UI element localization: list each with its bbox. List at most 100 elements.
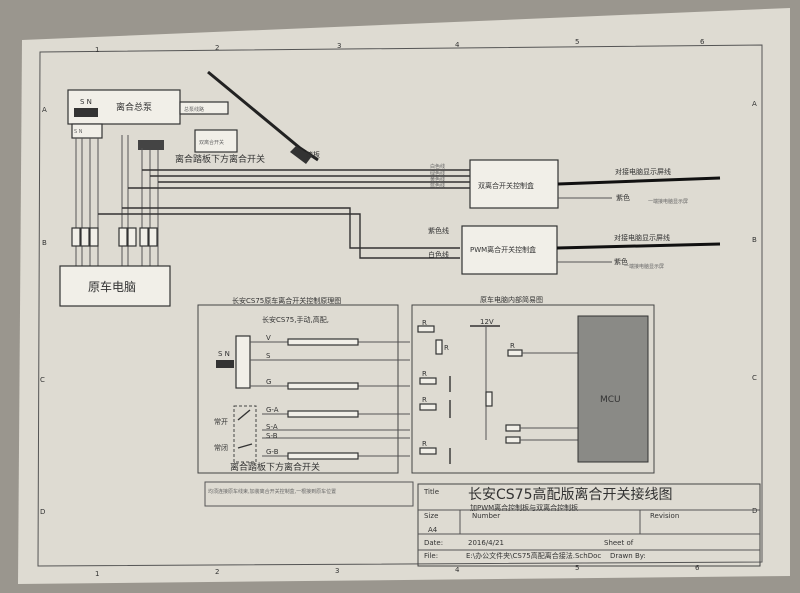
switch-connector-icon — [138, 140, 164, 150]
col-number: 3 — [335, 567, 339, 575]
title-block — [417, 483, 761, 567]
pedal-lower-switch-label: 离合踏板下方离合开关 — [175, 153, 265, 165]
date-label: Date: — [424, 539, 443, 547]
dual-clutch-controller-box — [469, 159, 559, 209]
row-letter: D — [40, 508, 45, 516]
resistor-label: R — [422, 396, 427, 404]
display-cable-2 — [556, 242, 721, 250]
normally-closed-label: 常闭 — [214, 443, 228, 452]
to-display-label-1: 对接电脑显示屏线 — [615, 167, 671, 176]
drawing-frame — [37, 44, 763, 567]
row-letter: B — [752, 236, 757, 244]
row-letter: C — [40, 376, 45, 384]
pin-v: V — [266, 334, 271, 342]
original-ecu-box — [59, 265, 171, 307]
pin-sa: S-A — [266, 423, 278, 431]
pump-connector-icon — [74, 108, 98, 117]
wire-label-b: 绿色线 — [430, 170, 445, 177]
date-value: 2016/4/21 — [468, 539, 504, 547]
col-number: 5 — [575, 38, 579, 46]
col-number: 1 — [95, 570, 99, 578]
pump-line-label: 总泵线路 — [184, 106, 204, 113]
resistor-label: R — [444, 344, 449, 352]
clutch-main-pump-label: 离合总泵 — [116, 101, 152, 113]
col-number: 6 — [700, 38, 705, 46]
pedal-label: 踏板 — [306, 150, 320, 159]
to-display-label-2: 对接电脑显示屏线 — [614, 233, 670, 242]
row-letter: D — [752, 507, 757, 515]
left-sn-icon — [216, 360, 234, 368]
resistor-label: R — [422, 370, 427, 378]
pwm-controller-box — [461, 225, 558, 275]
row-letter: B — [42, 239, 47, 247]
resistor-label: R — [422, 440, 427, 448]
switch-group-frame — [233, 405, 257, 463]
dual-clutch-switch-label: 双离合开关 — [199, 139, 224, 146]
right-schematic-title: 原车电脑内部简易图 — [480, 295, 543, 304]
pump-sn-label: S N — [80, 98, 92, 106]
voltage-label: 12V — [480, 318, 494, 326]
col-number: 1 — [95, 46, 99, 54]
original-ecu-label: 原车电脑 — [88, 279, 136, 294]
title-label: Title — [423, 488, 439, 496]
mcu-label: MCU — [600, 395, 621, 405]
size-label: Size — [424, 512, 438, 520]
drawing-title: 长安CS75高配版离合开关接线图 — [468, 486, 672, 503]
note-box — [204, 481, 414, 507]
note-text: 均须连接原车线束,加装离合开关控制盒,一根接到原车位置 — [208, 488, 336, 495]
pedal-pad — [290, 146, 312, 164]
note-label-2: 一端接电脑显示屏 — [624, 263, 664, 270]
mcu-chip — [577, 315, 649, 463]
display-cable-1 — [557, 176, 721, 186]
dual-controller-label: 双离合开关控制盒 — [478, 181, 534, 190]
left-sn-label: S N — [218, 350, 230, 358]
mcu-signal-lines — [520, 352, 578, 441]
col-number: 3 — [337, 42, 341, 50]
wire-label-c: 黄色线 — [430, 176, 445, 183]
right-resistors — [417, 325, 523, 455]
wire-label-d: 蓝色线 — [430, 182, 445, 189]
white-wire-label: 白色线 — [428, 250, 449, 259]
dual-clutch-switch-box — [194, 129, 238, 153]
col-number: 2 — [215, 568, 219, 576]
purple-wire-label: 紫色线 — [428, 226, 449, 235]
border-column-numbers: 1 2 3 4 5 6 1 2 3 4 5 6 — [95, 38, 705, 578]
note-label-1: 一端接电脑显示屏 — [648, 198, 688, 205]
drawn-by-label: Drawn By: — [610, 552, 646, 560]
size-value: A4 — [428, 526, 438, 534]
left-schematic-subtitle: 长安CS75,手动,高配, — [262, 315, 329, 324]
left-schematic-frame — [197, 304, 399, 474]
col-number: 6 — [695, 564, 700, 572]
row-letter: A — [42, 106, 47, 114]
pwm-controller-label: PWM离合开关控制盒 — [470, 245, 536, 254]
row-letter: C — [752, 374, 757, 382]
resistor-label: R — [510, 342, 515, 350]
pin-ga: G-A — [266, 406, 279, 414]
border-row-letters: A B C D A B C D — [40, 100, 757, 516]
harness-connectors — [71, 227, 158, 247]
col-number: 5 — [575, 564, 579, 572]
col-number: 4 — [455, 41, 460, 49]
normally-open-label: 常开 — [214, 417, 228, 426]
file-label: File: — [424, 552, 438, 560]
normally-open-switch-icon — [237, 409, 251, 421]
left-bottom-label: 离合踏板下方离合开关 — [230, 461, 320, 473]
revision-label: Revision — [650, 512, 679, 520]
right-schematic-frame — [411, 304, 655, 474]
left-sensor-box — [235, 335, 251, 389]
pin-gb: G-B — [266, 448, 279, 456]
pump-line-box — [179, 101, 229, 115]
pin-sb: S-B — [266, 432, 278, 440]
col-number: 4 — [455, 566, 460, 574]
sheet-label: Sheet of — [604, 539, 634, 547]
purple-label-2: 紫色 — [614, 257, 628, 266]
pin-g: G — [266, 378, 271, 386]
file-value: E:\办公文件夹\CS75高配离合接法.SchDoc — [466, 551, 601, 560]
wire-label-a: 白色线 — [430, 163, 445, 170]
pump-plug-sn: S N — [74, 129, 83, 135]
drawing-subtitle: 加PWM离合控制板与双离合控制板 — [470, 503, 578, 512]
left-schematic-title: 长安CS75原车离合开关控制原理图 — [232, 296, 341, 305]
pin-s: S — [266, 352, 271, 360]
purple-label-1: 紫色 — [616, 193, 630, 202]
